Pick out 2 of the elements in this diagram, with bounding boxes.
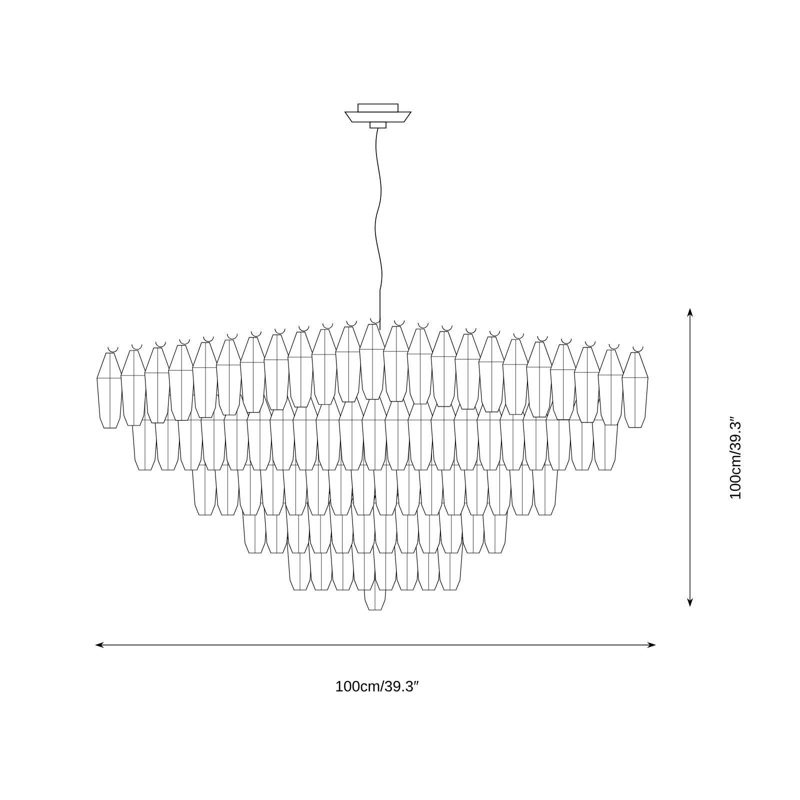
dimension-label: 100cm/39.3″ — [730, 416, 741, 499]
dimension-label: 100cm/39.3″ — [336, 680, 419, 692]
